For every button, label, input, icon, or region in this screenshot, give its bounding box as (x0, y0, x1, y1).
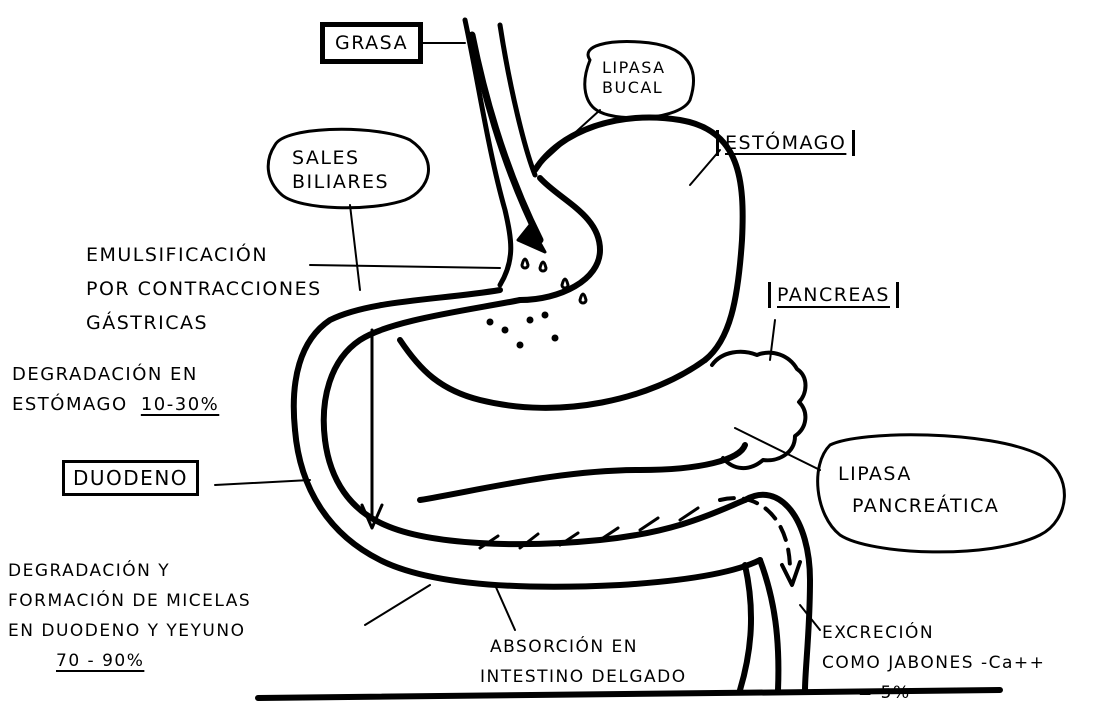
label-degradacion-micelas-line2: FORMACIÓN DE MICELAS (8, 586, 251, 616)
label-excrecion-line2: COMO JABONES -Ca++ (822, 648, 1045, 678)
label-emulsificacion: EMULSIFICACIÓN POR CONTRACCIONES GÁSTRIC… (86, 238, 322, 340)
label-lipasa-bucal: LIPASA BUCAL (602, 58, 666, 98)
label-degradacion-estomago-line2: ESTÓMAGO 10-30% (12, 390, 219, 420)
label-estomago: ESTÓMAGO (716, 130, 855, 156)
label-lipasa-bucal-line2: BUCAL (602, 78, 666, 98)
label-lipasa-pancreatica-line1: LIPASA (838, 458, 999, 490)
label-absorcion: ABSORCIÓN EN INTESTINO DELGADO (480, 632, 687, 692)
label-degradacion-estomago: DEGRADACIÓN EN ESTÓMAGO 10-30% (12, 360, 219, 420)
label-duodeno: DUODENO (62, 460, 199, 496)
label-absorcion-line2: INTESTINO DELGADO (480, 662, 687, 692)
label-lipasa-pancreatica-line2: PANCREÁTICA (838, 490, 999, 522)
bile-arrow (362, 330, 382, 528)
label-emulsificacion-line3: GÁSTRICAS (86, 306, 322, 340)
label-excrecion: EXCRECIÓN COMO JABONES -Ca++ ≃ 5% (822, 618, 1045, 702)
label-sales-biliares-line2: BILIARES (292, 170, 389, 194)
label-emulsificacion-line2: POR CONTRACCIONES (86, 272, 322, 306)
label-excrecion-line1: EXCRECIÓN (822, 618, 1045, 648)
label-sales-biliares-line1: SALES (292, 146, 389, 170)
pancreas-organ (712, 352, 806, 468)
label-degradacion-estomago-pct: 10-30% (141, 394, 219, 415)
label-degradacion-estomago-line1: DEGRADACIÓN EN (12, 360, 219, 390)
label-sales-biliares: SALES BILIARES (292, 146, 389, 194)
label-emulsificacion-line1: EMULSIFICACIÓN (86, 238, 322, 272)
label-absorcion-line1: ABSORCIÓN EN (480, 632, 687, 662)
label-lipasa-bucal-line1: LIPASA (602, 58, 666, 78)
label-degradacion-micelas-line1: DEGRADACIÓN y (8, 556, 251, 586)
label-excrecion-line3: ≃ 5% (822, 678, 1045, 702)
label-grasa: GRASA (320, 22, 423, 64)
label-lipasa-pancreatica: LIPASA PANCREÁTICA (838, 458, 999, 522)
label-degradacion-micelas-line3: EN DUODENO Y YEYUNO (8, 616, 251, 646)
small-intestine (740, 495, 810, 690)
label-degradacion-micelas-pct: 70 - 90% (8, 646, 251, 676)
label-degradacion-micelas: DEGRADACIÓN y FORMACIÓN DE MICELAS EN DU… (8, 556, 251, 676)
label-pancreas: PANCREAS (768, 282, 899, 308)
